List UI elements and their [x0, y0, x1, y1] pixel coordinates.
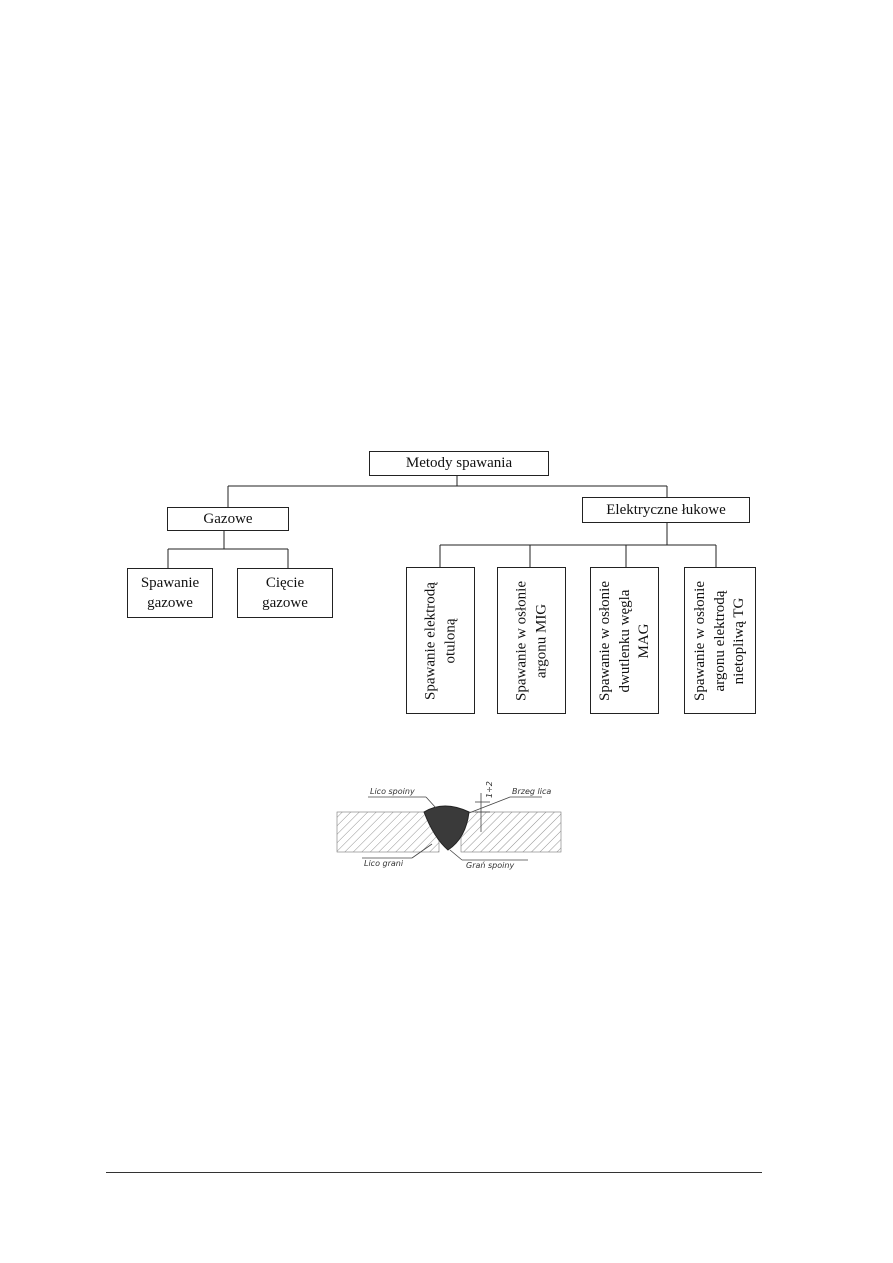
- right-plate: [460, 811, 562, 853]
- node-elektryczne-label: Elektryczne łukowe: [606, 501, 726, 518]
- weld-bead: [423, 805, 470, 851]
- node-gazowe: Gazowe: [167, 507, 289, 531]
- weld-label-dimension: 1÷2: [485, 781, 494, 798]
- weld-label-face: Lico spoiny: [370, 787, 415, 796]
- node-gazowe-label: Gazowe: [203, 510, 253, 527]
- weld-label-edge: Brzeg lica: [512, 787, 551, 796]
- node-spawanie-gazowe: Spawanie gazowe: [127, 568, 213, 618]
- node-mig: Spawanie w osłonie argonu MIG: [497, 567, 566, 714]
- node-tg: Spawanie w osłonie argonu elektrodą niet…: [684, 567, 756, 714]
- node-root: Metody spawania: [369, 451, 549, 476]
- node-ciecie-gazowe: Cięcie gazowe: [237, 568, 333, 618]
- footer-divider: [106, 1172, 762, 1173]
- left-plate: [336, 811, 440, 853]
- node-mag: Spawanie w osłonie dwutlenku węgla MAG: [590, 567, 659, 714]
- weld-label-root-face: Lico grani: [364, 859, 404, 868]
- node-elektryczne: Elektryczne łukowe: [582, 497, 750, 523]
- node-ciecie-gazowe-label: Cięcie gazowe: [262, 574, 308, 611]
- weld-label-root: Grań spoiny: [466, 861, 514, 870]
- node-elektroda-otulona: Spawanie elektrodą otuloną: [406, 567, 475, 714]
- node-spawanie-gazowe-label: Spawanie gazowe: [140, 574, 200, 611]
- node-root-label: Metody spawania: [405, 455, 513, 472]
